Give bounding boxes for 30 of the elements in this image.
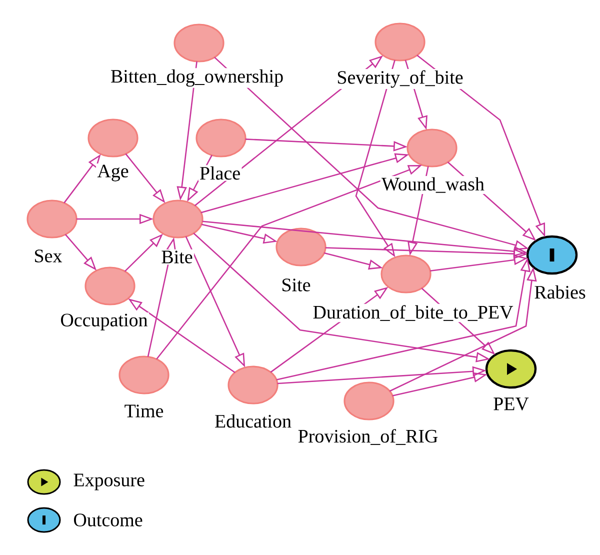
node-ellipse: [344, 382, 394, 420]
node-ellipse: [374, 22, 426, 62]
node-label: Age: [96, 163, 130, 183]
node-ellipse: [228, 366, 278, 404]
node-ellipse: [276, 228, 326, 266]
node-ellipse: [406, 128, 458, 168]
node-label: PEV: [492, 396, 530, 412]
node-label: Rabies: [532, 284, 588, 300]
node-label: Occupation: [59, 312, 149, 332]
node-ellipse: [26, 200, 78, 238]
node-label: Education: [213, 413, 293, 429]
node-label: Bitten_dog_ownership: [109, 68, 285, 88]
node-label: Time: [123, 403, 165, 419]
node-label: Duration_of_bite_to_PEV: [312, 304, 514, 322]
node-label: Sex: [32, 248, 64, 264]
legend-label: Exposure: [74, 474, 144, 490]
node-ellipse: [380, 254, 432, 294]
node-label: Bite: [160, 249, 194, 265]
legend-label: Outcome: [74, 514, 142, 526]
node-ellipse: [118, 356, 170, 394]
node-ellipse: [88, 118, 138, 158]
node-label: Provision_of_RIG: [296, 428, 440, 446]
node-ellipse: [152, 200, 204, 238]
node-ellipse: [84, 266, 136, 306]
node-ellipse: [196, 118, 246, 158]
node-label: Wound_wash: [380, 176, 486, 194]
node-label: Site: [280, 277, 312, 293]
node-label: Severity_of_bite: [335, 69, 465, 89]
node-ellipse: [174, 24, 224, 62]
node-label: Place: [198, 165, 242, 181]
